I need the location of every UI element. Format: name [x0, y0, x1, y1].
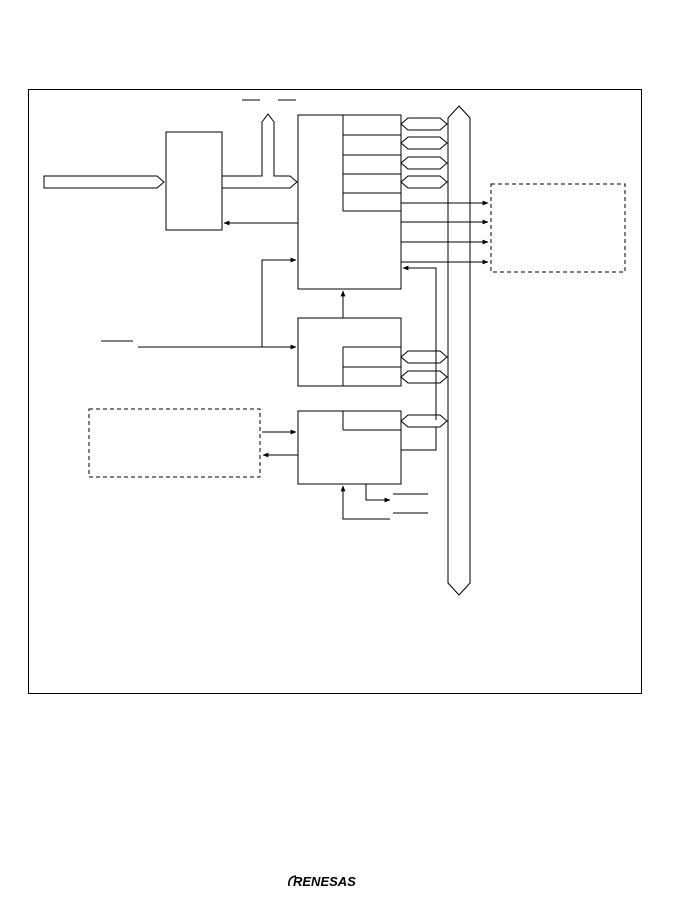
lower-register-cells: [342, 411, 401, 431]
feedback-to-main: [402, 265, 437, 420]
main-control-block: [297, 114, 402, 290]
internal-data-bus: [447, 105, 471, 596]
register-bus-arrows: [400, 117, 448, 189]
lower-output-signal: [365, 484, 391, 503]
input-block: [165, 131, 223, 231]
main-register-cells: [342, 115, 401, 212]
right-dashed-box: [490, 183, 626, 273]
branch-to-main: [261, 257, 297, 347]
left-dashed-box: [88, 408, 261, 478]
renesas-logo-text: RENESAS: [293, 874, 356, 889]
lower-input-signal: [340, 485, 390, 520]
middle-control-block: [297, 317, 402, 387]
lower-control-block: [297, 410, 402, 485]
input-bus-arrow: [43, 175, 165, 189]
middle-bus-arrows: [400, 350, 448, 384]
input-to-main-bus: [221, 113, 298, 189]
block-diagram-frame: [28, 89, 642, 694]
lower-bus-arrow: [400, 414, 448, 428]
renesas-logo: RENESAS: [288, 874, 356, 889]
middle-register-cells: [342, 346, 401, 386]
output-signal-lines: [401, 200, 489, 265]
lower-to-bus-line: [401, 427, 437, 451]
